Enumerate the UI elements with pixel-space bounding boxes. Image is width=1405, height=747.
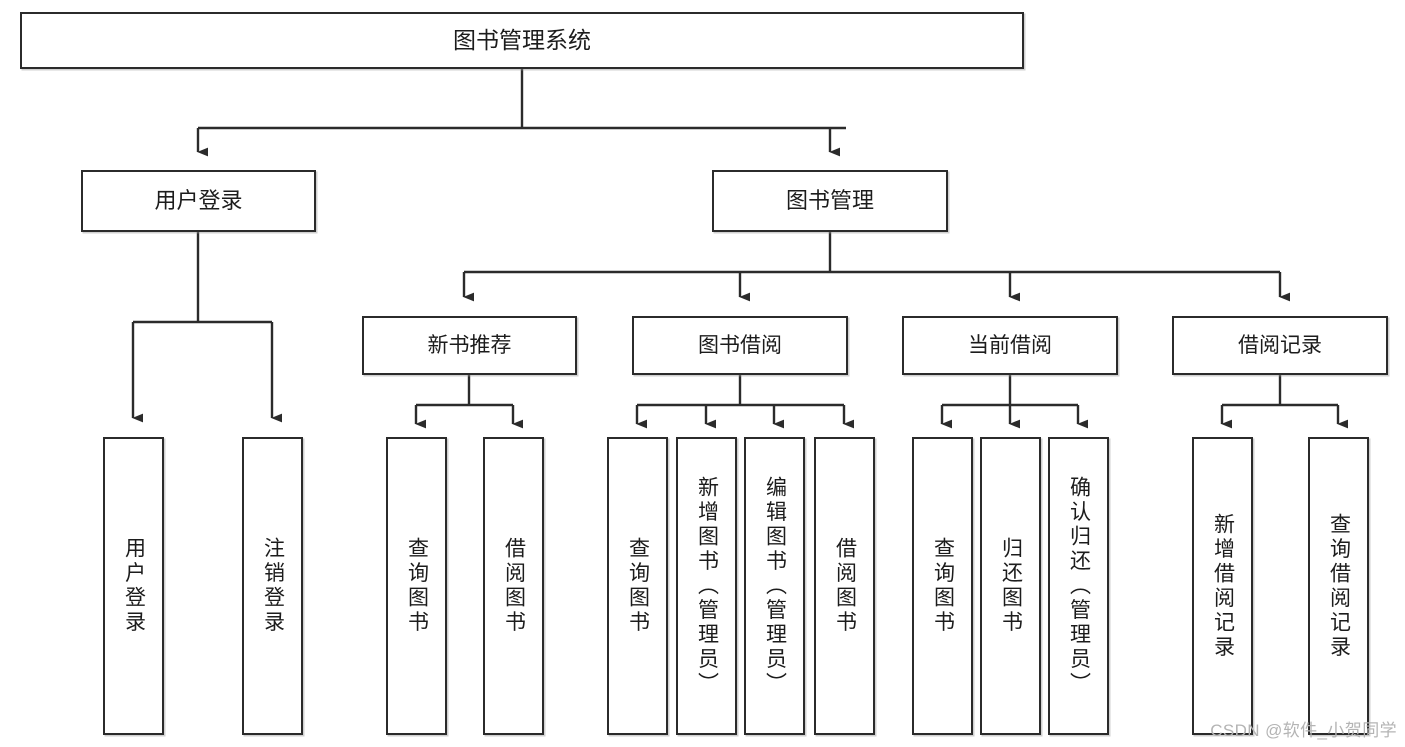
node-label: 图书管理 — [785, 188, 874, 214]
leaf-node-query-book-current[interactable]: 查询图书 — [912, 437, 973, 735]
node-label: 图书借阅 — [698, 333, 782, 357]
node-label: 查询图书 — [405, 537, 429, 635]
node-label: 借阅图书 — [833, 537, 857, 635]
leaf-node-borrow-book-newbook[interactable]: 借阅图书 — [483, 437, 544, 735]
node-current-borrow[interactable]: 当前借阅 — [902, 316, 1118, 375]
node-label: 新书推荐 — [427, 333, 512, 357]
node-label: 用户登录 — [154, 188, 243, 214]
leaf-node-query-borrow-record[interactable]: 查询借阅记录 — [1308, 437, 1369, 735]
node-label: 归还图书 — [999, 537, 1023, 635]
node-book-borrow[interactable]: 图书借阅 — [632, 316, 848, 375]
node-label: 确认归还（管理员） — [1067, 475, 1091, 697]
leaf-node-confirm-return-admin[interactable]: 确认归还（管理员） — [1048, 437, 1109, 735]
leaf-node-add-book-admin[interactable]: 新增图书（管理员） — [676, 437, 737, 735]
node-label: 查询图书 — [626, 537, 650, 635]
node-label: 新增借阅记录 — [1211, 512, 1235, 660]
leaf-node-return-book[interactable]: 归还图书 — [980, 437, 1041, 735]
leaf-node-user-login[interactable]: 用户登录 — [103, 437, 164, 735]
node-label: 借阅图书 — [502, 537, 526, 635]
node-borrow-record[interactable]: 借阅记录 — [1172, 316, 1388, 375]
node-root-book-management-system[interactable]: 图书管理系统 — [20, 12, 1024, 69]
leaf-node-add-borrow-record[interactable]: 新增借阅记录 — [1192, 437, 1253, 735]
node-label: 借阅记录 — [1238, 333, 1322, 357]
node-new-book-recommend[interactable]: 新书推荐 — [362, 316, 577, 375]
node-label: 查询借阅记录 — [1327, 512, 1351, 660]
node-label: 编辑图书（管理员） — [763, 475, 787, 697]
node-label: 图书管理系统 — [453, 27, 591, 54]
leaf-node-query-book-newbook[interactable]: 查询图书 — [386, 437, 447, 735]
node-label: 新增图书（管理员） — [695, 475, 719, 697]
node-label: 查询图书 — [931, 537, 955, 635]
node-label: 注销登录 — [261, 537, 285, 635]
leaf-node-borrow-book-borrow[interactable]: 借阅图书 — [814, 437, 875, 735]
node-user-login[interactable]: 用户登录 — [81, 170, 316, 232]
node-book-management[interactable]: 图书管理 — [712, 170, 948, 232]
leaf-node-edit-book-admin[interactable]: 编辑图书（管理员） — [744, 437, 805, 735]
node-label: 当前借阅 — [968, 333, 1052, 357]
node-label: 用户登录 — [122, 537, 146, 635]
leaf-node-logout[interactable]: 注销登录 — [242, 437, 303, 735]
leaf-node-query-book-borrow[interactable]: 查询图书 — [607, 437, 668, 735]
